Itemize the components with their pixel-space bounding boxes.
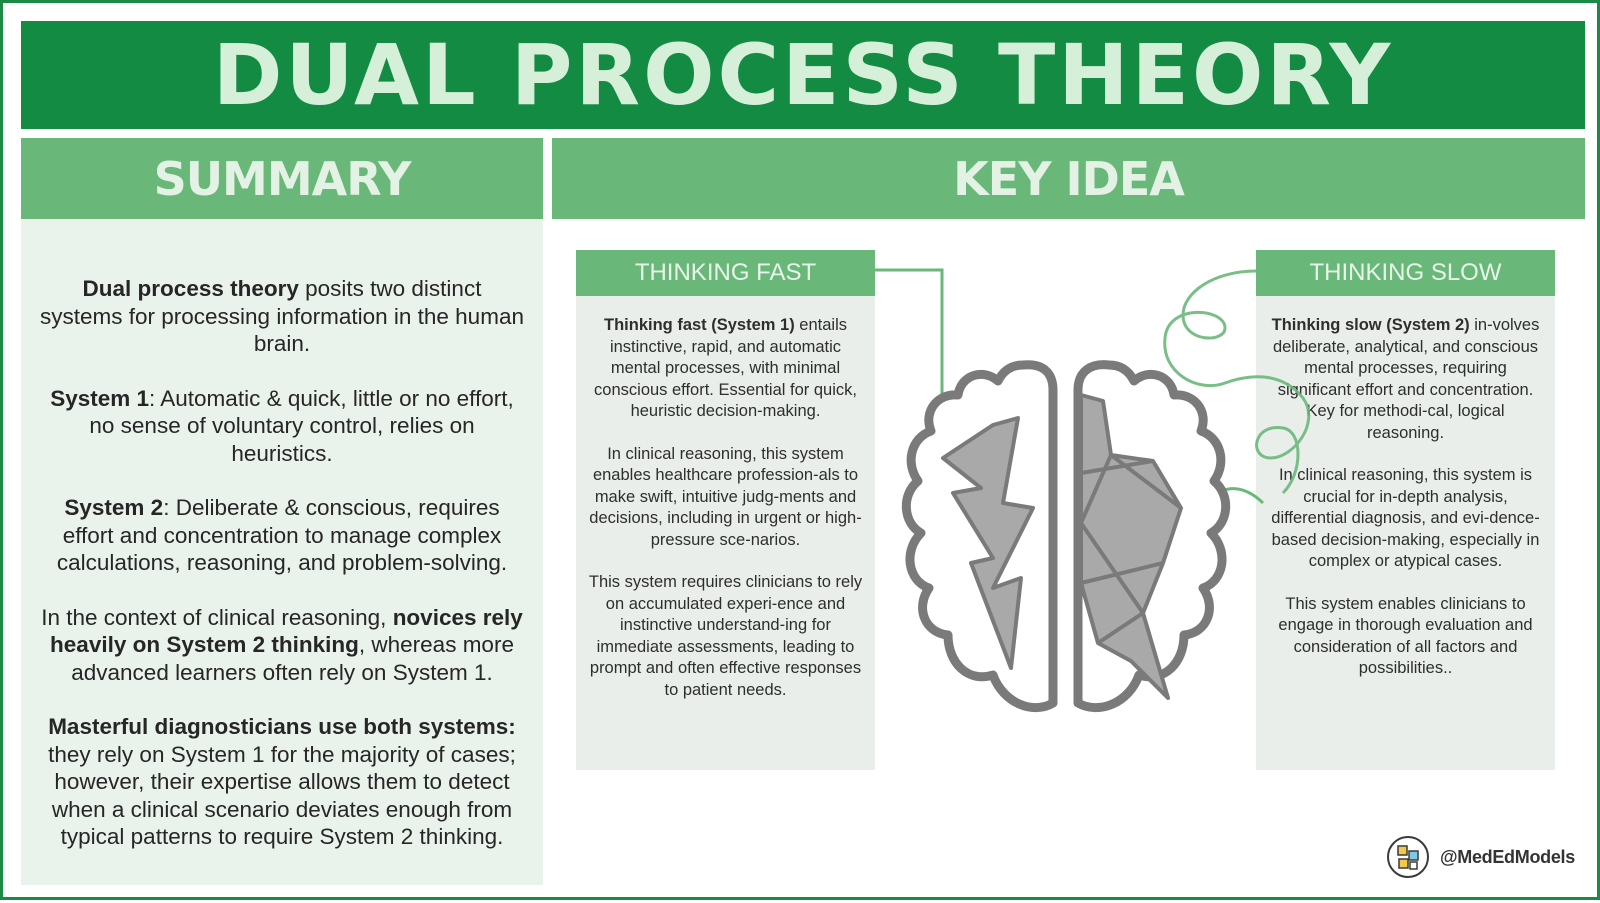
- slow-p1-text: in-volves deliberate, analytical, and co…: [1272, 316, 1540, 442]
- facet-lines: [1079, 453, 1183, 645]
- fast-connector-ring: [918, 439, 966, 487]
- slow-paragraph-2: In clinical reasoning, this system is cr…: [1271, 466, 1540, 570]
- slow-paragraph-1: Thinking slow (System 2) in-volves delib…: [1268, 315, 1543, 444]
- summary-p5-text: they rely on System 1 for the majority o…: [48, 741, 516, 850]
- summary-p3-text: : Deliberate & conscious, requires effor…: [56, 495, 508, 575]
- summary-p1-bold: Dual process theory: [82, 276, 299, 301]
- summary-panel: Dual process theory posits two distinct …: [21, 219, 543, 885]
- summary-p4-pre: In the context of clinical reasoning,: [41, 604, 393, 630]
- summary-paragraph-5: Masterful diagnosticians use both system…: [39, 713, 525, 851]
- summary-paragraph-4: In the context of clinical reasoning, no…: [39, 604, 525, 687]
- fast-p1-text: entails instinctive, rapid, and automati…: [594, 316, 857, 420]
- key-idea-header: KEY IDEA: [552, 138, 1585, 219]
- mededmodels-logo-icon: [1387, 836, 1429, 878]
- fast-p1-bold: Thinking fast (System 1): [604, 316, 795, 334]
- summary-p1-text: posits two distinct systems for processi…: [40, 276, 524, 356]
- summary-header: SUMMARY: [21, 138, 543, 219]
- thinking-slow-panel: Thinking slow (System 2) in-volves delib…: [1256, 296, 1555, 770]
- summary-p2-bold: System 1: [50, 385, 150, 411]
- left-hemisphere-icon: [901, 360, 1058, 713]
- slow-connector-line: [1205, 487, 1265, 509]
- fast-paragraph-1: Thinking fast (System 1) entails instinc…: [588, 315, 863, 423]
- right-hemisphere-icon: [1073, 360, 1231, 713]
- summary-heading: SUMMARY: [153, 151, 412, 206]
- geometric-facets-icon: [1079, 393, 1183, 700]
- fast-paragraph-2: In clinical reasoning, this system enabl…: [589, 444, 862, 549]
- credit-handle: @MedEdModels: [1440, 846, 1575, 867]
- page-title: DUAL PROCESS THEORY: [212, 26, 1394, 124]
- slow-p1-bold: Thinking slow (System 2): [1271, 316, 1470, 334]
- thinking-fast-panel: Thinking fast (System 1) entails instinc…: [576, 296, 875, 770]
- lightning-bolt-icon: [941, 416, 1035, 670]
- summary-p4-bold: novices rely heavily on System 2 thinkin…: [50, 604, 523, 658]
- slow-connector-ring: [1162, 495, 1210, 543]
- thinking-fast-header: THINKING FAST: [576, 250, 875, 296]
- summary-p2-text: : Automatic & quick, little or no effort…: [89, 385, 514, 466]
- summary-paragraph-1: Dual process theory posits two distinct …: [39, 275, 525, 358]
- summary-p3-bold: System 2: [64, 495, 164, 520]
- key-idea-heading: KEY IDEA: [953, 151, 1185, 206]
- thinking-fast-heading: THINKING FAST: [634, 259, 817, 286]
- credit-badge: @MedEdModels: [1386, 835, 1575, 879]
- summary-paragraph-3: System 2: Deliberate & conscious, requir…: [39, 494, 525, 577]
- fast-paragraph-3: This system requires clinicians to rely …: [588, 573, 863, 699]
- slow-paragraph-3: This system enables clinicians to engage…: [1278, 594, 1533, 678]
- summary-p4-post: , whereas more advanced learners often r…: [71, 632, 514, 685]
- thinking-slow-heading: THINKING SLOW: [1309, 259, 1502, 286]
- summary-p5-bold: Masterful diagnosticians use both system…: [48, 714, 516, 739]
- thinking-slow-header: THINKING SLOW: [1256, 250, 1555, 296]
- summary-paragraph-2: System 1: Automatic & quick, little or n…: [39, 385, 525, 468]
- fast-connector-line: [875, 268, 944, 445]
- title-banner: DUAL PROCESS THEORY: [21, 21, 1585, 129]
